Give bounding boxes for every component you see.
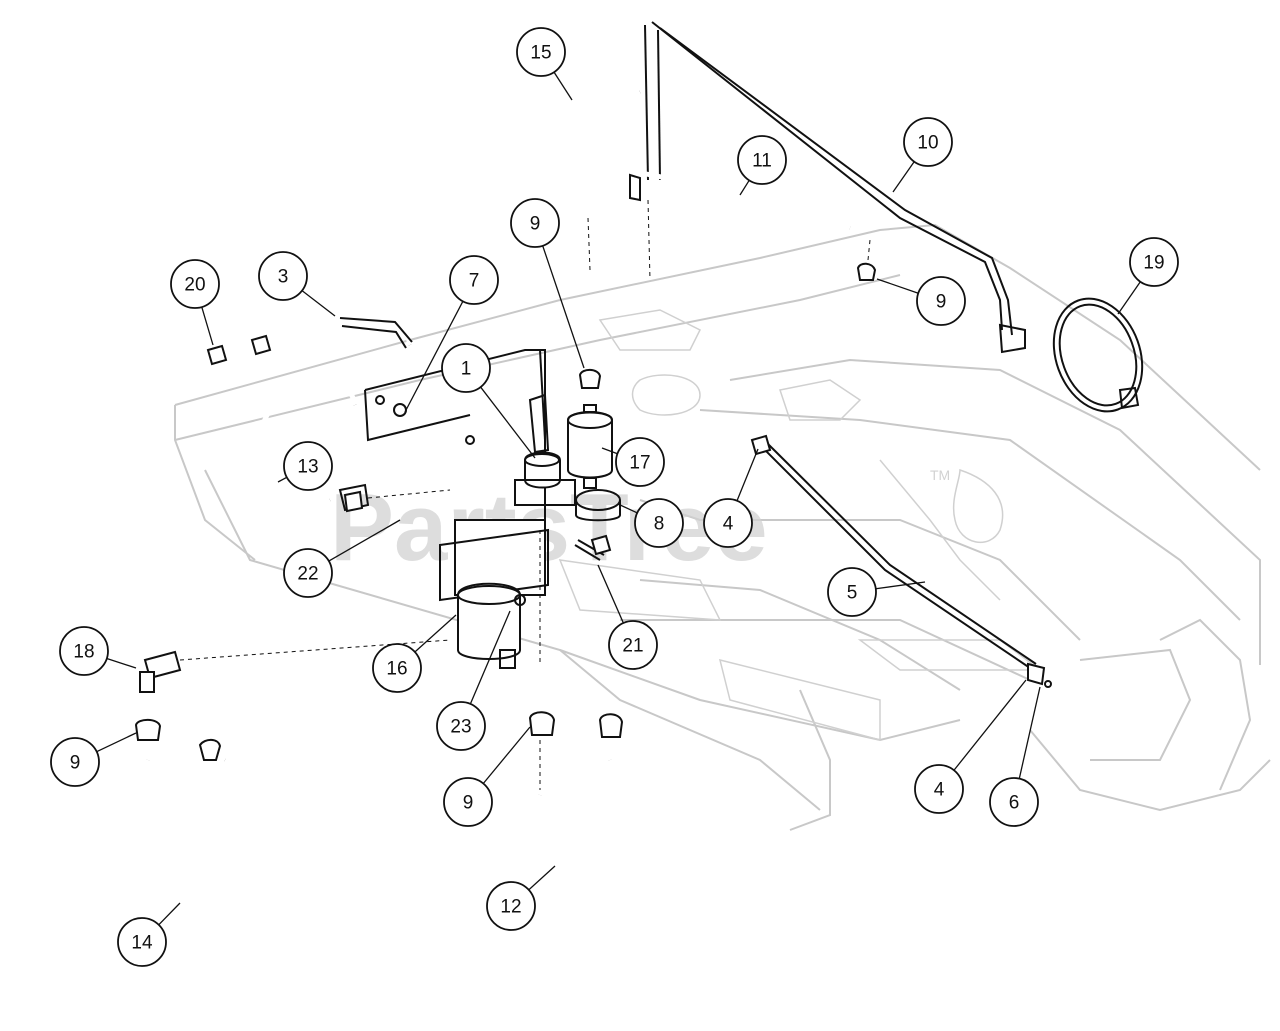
callout-leader-9 — [876, 278, 919, 294]
callout-label-4: 4 — [934, 780, 945, 801]
part-11-hose — [582, 169, 851, 281]
callout-circle-9 — [916, 276, 966, 326]
callout-circle-9 — [510, 198, 560, 248]
part-17-inline-filter — [567, 368, 613, 489]
part-18-elbow — [139, 639, 451, 693]
part-16-filter-bowl — [439, 519, 549, 669]
callout-label-3: 3 — [278, 267, 289, 288]
callout-label-9: 9 — [70, 753, 81, 774]
callout-circle-7 — [449, 255, 499, 305]
callout-label-11: 11 — [752, 151, 772, 172]
part-9-clamp-upper-right — [856, 239, 877, 281]
frame-outline — [174, 223, 1271, 831]
callout-label-8: 8 — [654, 514, 665, 535]
callout-leader-12 — [528, 865, 556, 891]
callout-circle-10 — [903, 117, 953, 167]
callout-leader-9 — [542, 245, 585, 369]
callout-label-5: 5 — [847, 583, 858, 604]
callout-circle-3 — [258, 251, 308, 301]
callout-circle-11 — [737, 135, 787, 185]
callout-circle-12 — [486, 881, 536, 931]
callout-leader-7 — [404, 300, 464, 413]
callout-circle-22 — [283, 548, 333, 598]
part-21-bolt — [574, 534, 612, 561]
callout-leader-19 — [1117, 281, 1141, 315]
part-8-clamp — [575, 489, 621, 522]
callout-leader-21 — [597, 564, 624, 624]
callout-leader-15 — [553, 71, 573, 101]
callout-label-17: 17 — [629, 453, 650, 474]
callout-label-16: 16 — [386, 659, 407, 680]
callout-leader-13 — [277, 476, 288, 483]
part-15-fuel-hose — [339, 89, 641, 349]
callout-label-18: 18 — [73, 642, 94, 663]
callout-label-10: 10 — [917, 133, 938, 154]
callout-leader-9 — [96, 732, 137, 753]
callout-circle-4 — [914, 764, 964, 814]
callout-leader-17 — [601, 447, 618, 455]
callout-circle-14 — [117, 917, 167, 967]
part-12-u-hose — [528, 711, 624, 875]
callout-label-9: 9 — [530, 214, 541, 235]
callout-label-9: 9 — [463, 793, 474, 814]
callout-label-1: 1 — [461, 359, 472, 380]
callout-circle-4 — [703, 498, 753, 548]
callout-leader-1 — [480, 386, 536, 459]
callout-circle-19 — [1129, 237, 1179, 287]
callout-leader-5 — [875, 581, 926, 590]
callout-circle-17 — [615, 437, 665, 487]
callout-label-21: 21 — [622, 636, 643, 657]
callout-leader-16 — [414, 614, 457, 653]
callout-leader-6 — [1018, 686, 1041, 779]
callout-label-9: 9 — [936, 292, 947, 313]
callout-leader-14 — [158, 902, 181, 926]
callout-circle-8 — [634, 498, 684, 548]
callout-leader-23 — [469, 610, 511, 705]
callout-circle-21 — [608, 620, 658, 670]
callout-leader-20 — [201, 306, 214, 346]
callout-label-4: 4 — [723, 514, 734, 535]
callout-label-15: 15 — [530, 43, 551, 64]
callout-leader-22 — [328, 519, 401, 562]
callout-circle-9 — [443, 777, 493, 827]
callout-label-12: 12 — [500, 897, 521, 918]
part-13-loop-hose — [256, 377, 451, 515]
callout-leader-11 — [739, 179, 750, 196]
callouts: 15 10 11 9 19 20 3 7 9 1 13 17 8 4 22 5 21 18 16 23 9 4 6 9 12 14 — [50, 27, 1179, 967]
callout-leader-3 — [301, 290, 336, 317]
callout-label-20: 20 — [184, 275, 205, 296]
callout-label-6: 6 — [1009, 793, 1020, 814]
callout-circle-5 — [827, 567, 877, 617]
callout-leader-10 — [892, 161, 915, 193]
callout-circle-1 — [441, 343, 491, 393]
part-19-strap — [1052, 297, 1144, 413]
part-22-fitting — [343, 490, 364, 513]
callout-leader-4 — [953, 679, 1027, 771]
callout-circle-9 — [50, 737, 100, 787]
callout-circle-18 — [59, 626, 109, 676]
callout-leader-9 — [482, 726, 531, 784]
callout-circle-6 — [989, 777, 1039, 827]
callout-circle-13 — [283, 441, 333, 491]
callout-leader-18 — [106, 657, 137, 669]
part-14-hose — [134, 718, 278, 944]
callout-circle-20 — [170, 259, 220, 309]
callout-label-7: 7 — [469, 271, 480, 292]
callout-label-14: 14 — [131, 933, 153, 954]
part-20-nut — [206, 334, 272, 366]
callout-label-22: 22 — [297, 564, 318, 585]
part-10-bracket-rod — [644, 21, 1026, 354]
callout-circle-23 — [436, 701, 486, 751]
watermark-tm: TM — [930, 467, 950, 483]
callout-leader-4 — [736, 448, 759, 502]
callout-leader-8 — [617, 503, 638, 514]
callout-label-19: 19 — [1143, 253, 1164, 274]
callout-circle-15 — [516, 27, 566, 77]
callout-label-13: 13 — [297, 457, 318, 478]
callout-label-23: 23 — [450, 717, 471, 738]
callout-circle-16 — [372, 643, 422, 693]
part-5-fuel-line — [750, 434, 1052, 688]
